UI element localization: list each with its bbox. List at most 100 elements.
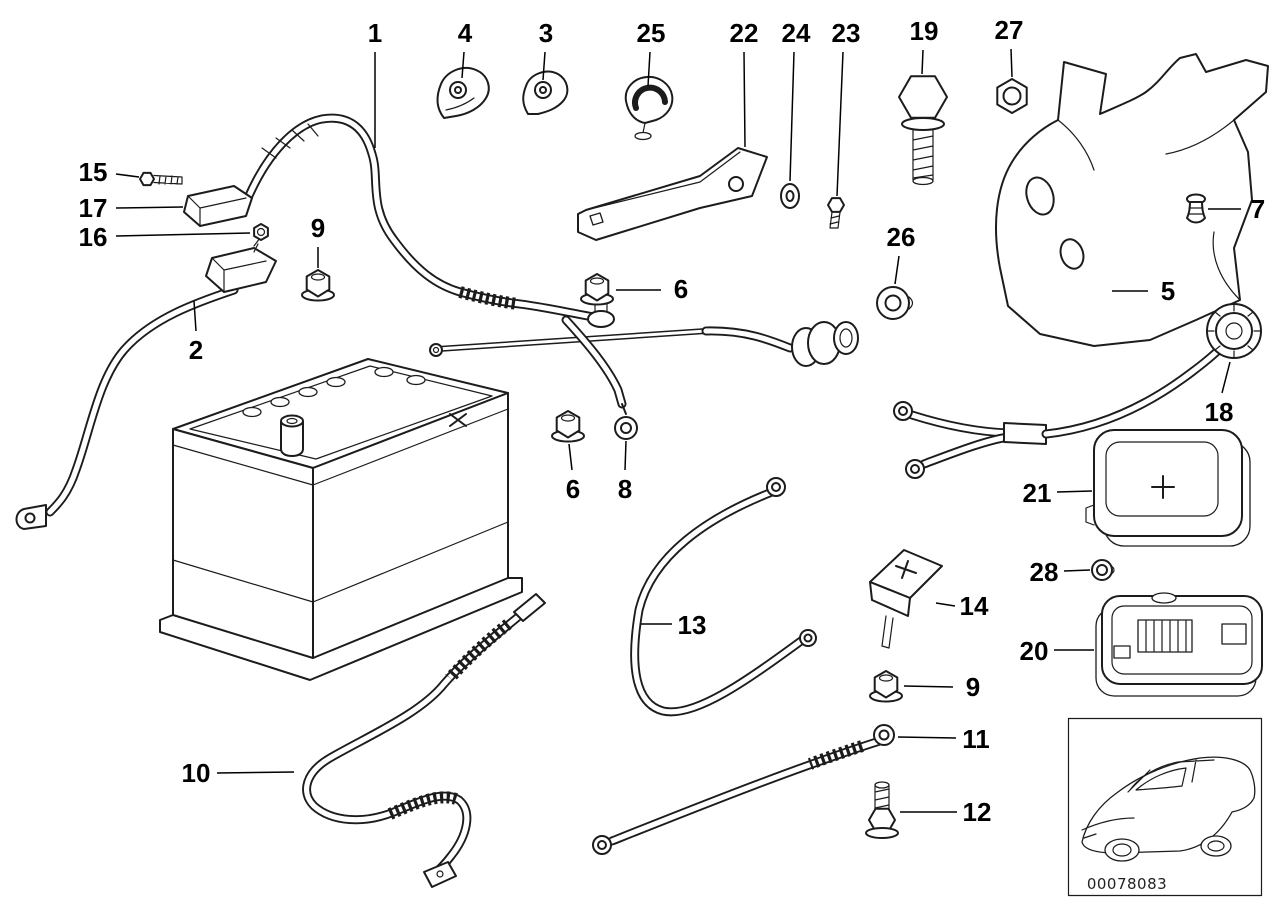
part-24-washer xyxy=(780,183,800,209)
callout-number: 5 xyxy=(1161,276,1175,306)
part-25-clip xyxy=(624,75,674,141)
callout-24: 24 xyxy=(782,18,811,182)
callout-number: 15 xyxy=(79,157,108,187)
callout-17: 17 xyxy=(79,193,184,223)
callout-leader-line xyxy=(1063,569,1091,572)
callout-25: 25 xyxy=(637,18,666,87)
callout-leader-line xyxy=(935,602,956,607)
callout-22: 22 xyxy=(730,18,759,148)
callout-leader-line xyxy=(1010,48,1013,78)
callout-27: 27 xyxy=(995,15,1023,78)
callout-number: 13 xyxy=(678,610,707,640)
part-9-flange-nut-upper xyxy=(301,269,335,302)
callout-8: 8 xyxy=(618,440,632,504)
callout-11: 11 xyxy=(897,724,990,754)
callout-leader-line xyxy=(193,300,197,332)
callout-leader-line xyxy=(789,51,795,182)
callout-23: 23 xyxy=(832,18,861,197)
callout-15: 15 xyxy=(79,157,140,187)
callout-number: 20 xyxy=(1020,636,1049,666)
part-6-flange-nut-upper xyxy=(580,273,614,306)
callout-number: 2 xyxy=(189,335,203,365)
callout-6: 6 xyxy=(616,274,688,304)
callout-2: 2 xyxy=(189,300,203,365)
part-15-screw xyxy=(139,171,183,187)
part-12-bolt xyxy=(865,781,899,839)
callout-leader-line xyxy=(115,206,184,209)
part-18-cable-with-connector-cap xyxy=(893,303,1262,479)
callout-number: 7 xyxy=(1251,194,1265,224)
battery-vent-caps xyxy=(242,366,426,418)
callout-number: 1 xyxy=(368,18,382,48)
callout-number: 28 xyxy=(1030,557,1059,587)
callout-leader-line xyxy=(647,51,651,87)
callout-number: 19 xyxy=(910,16,939,46)
callout-26: 26 xyxy=(887,222,916,285)
callout-3: 3 xyxy=(539,18,553,81)
part-20-tray xyxy=(1095,592,1263,697)
callout-leader-line xyxy=(115,232,251,237)
callout-21: 21 xyxy=(1023,478,1093,508)
part-1-positive-battery-cable xyxy=(243,113,859,409)
battery-x-mark xyxy=(449,413,467,427)
callout-leader-line xyxy=(568,443,573,471)
part-11-ground-cable xyxy=(592,724,895,855)
callout-leader-line xyxy=(461,51,465,79)
callout-number: 25 xyxy=(637,18,666,48)
part-26-grommet xyxy=(876,286,914,320)
part-7-expansion-pin xyxy=(1186,193,1206,224)
part-4-cable-clamp xyxy=(436,66,490,119)
connector-cap xyxy=(1206,303,1262,359)
part-2-negative-battery-cable xyxy=(15,237,277,530)
part-8-ring-terminal xyxy=(614,403,638,440)
callout-7: 7 xyxy=(1208,194,1265,224)
callout-16: 16 xyxy=(79,222,251,252)
callout-19: 19 xyxy=(910,16,939,75)
callout-number: 23 xyxy=(832,18,861,48)
part-6-flange-nut-lower xyxy=(551,410,585,443)
callout-leader-line xyxy=(921,49,924,75)
callout-number: 6 xyxy=(566,474,580,504)
callout-number: 14 xyxy=(960,591,989,621)
callout-leader-line xyxy=(897,736,957,739)
battery xyxy=(159,358,523,681)
callout-number: 22 xyxy=(730,18,759,48)
diagram-part-number: 00078083 xyxy=(1087,875,1167,893)
part-16-nut xyxy=(253,223,269,253)
callout-18: 18 xyxy=(1205,361,1234,427)
callout-20: 20 xyxy=(1020,636,1094,666)
callout-9: 9 xyxy=(903,672,980,702)
callout-leader-line xyxy=(903,685,954,688)
part-21-cover xyxy=(1085,429,1251,547)
callout-28: 28 xyxy=(1030,557,1091,587)
callout-leader-line xyxy=(1221,361,1231,394)
callout-number: 9 xyxy=(966,672,980,702)
callout-9: 9 xyxy=(311,213,325,268)
part-19-bolt xyxy=(898,75,948,186)
part-14-terminal-cover xyxy=(869,549,943,649)
callout-leader-line xyxy=(542,51,546,81)
part-17-terminal-clamp xyxy=(183,185,253,227)
battery-terminal-post xyxy=(280,414,304,457)
callout-number: 11 xyxy=(962,724,990,754)
callout-number: 17 xyxy=(79,193,108,223)
callout-number: 10 xyxy=(182,758,211,788)
callout-leader-line xyxy=(115,173,140,178)
part-9-flange-nut-lower xyxy=(869,670,903,703)
callout-number: 18 xyxy=(1205,397,1234,427)
part-22-bracket xyxy=(577,147,768,241)
callout-leader-line xyxy=(1056,490,1093,493)
callout-number: 21 xyxy=(1023,478,1052,508)
callout-number: 26 xyxy=(887,222,916,252)
part-27-hex-nut xyxy=(996,78,1028,114)
callout-leader-line xyxy=(624,440,627,471)
callout-number: 12 xyxy=(963,797,992,827)
callout-leader-line xyxy=(894,255,900,285)
callout-14: 14 xyxy=(935,591,989,621)
car-inset: 00078083 xyxy=(1067,717,1263,897)
part-28-grommet xyxy=(1091,559,1115,581)
part-10-battery-cable-coiled xyxy=(302,593,546,888)
